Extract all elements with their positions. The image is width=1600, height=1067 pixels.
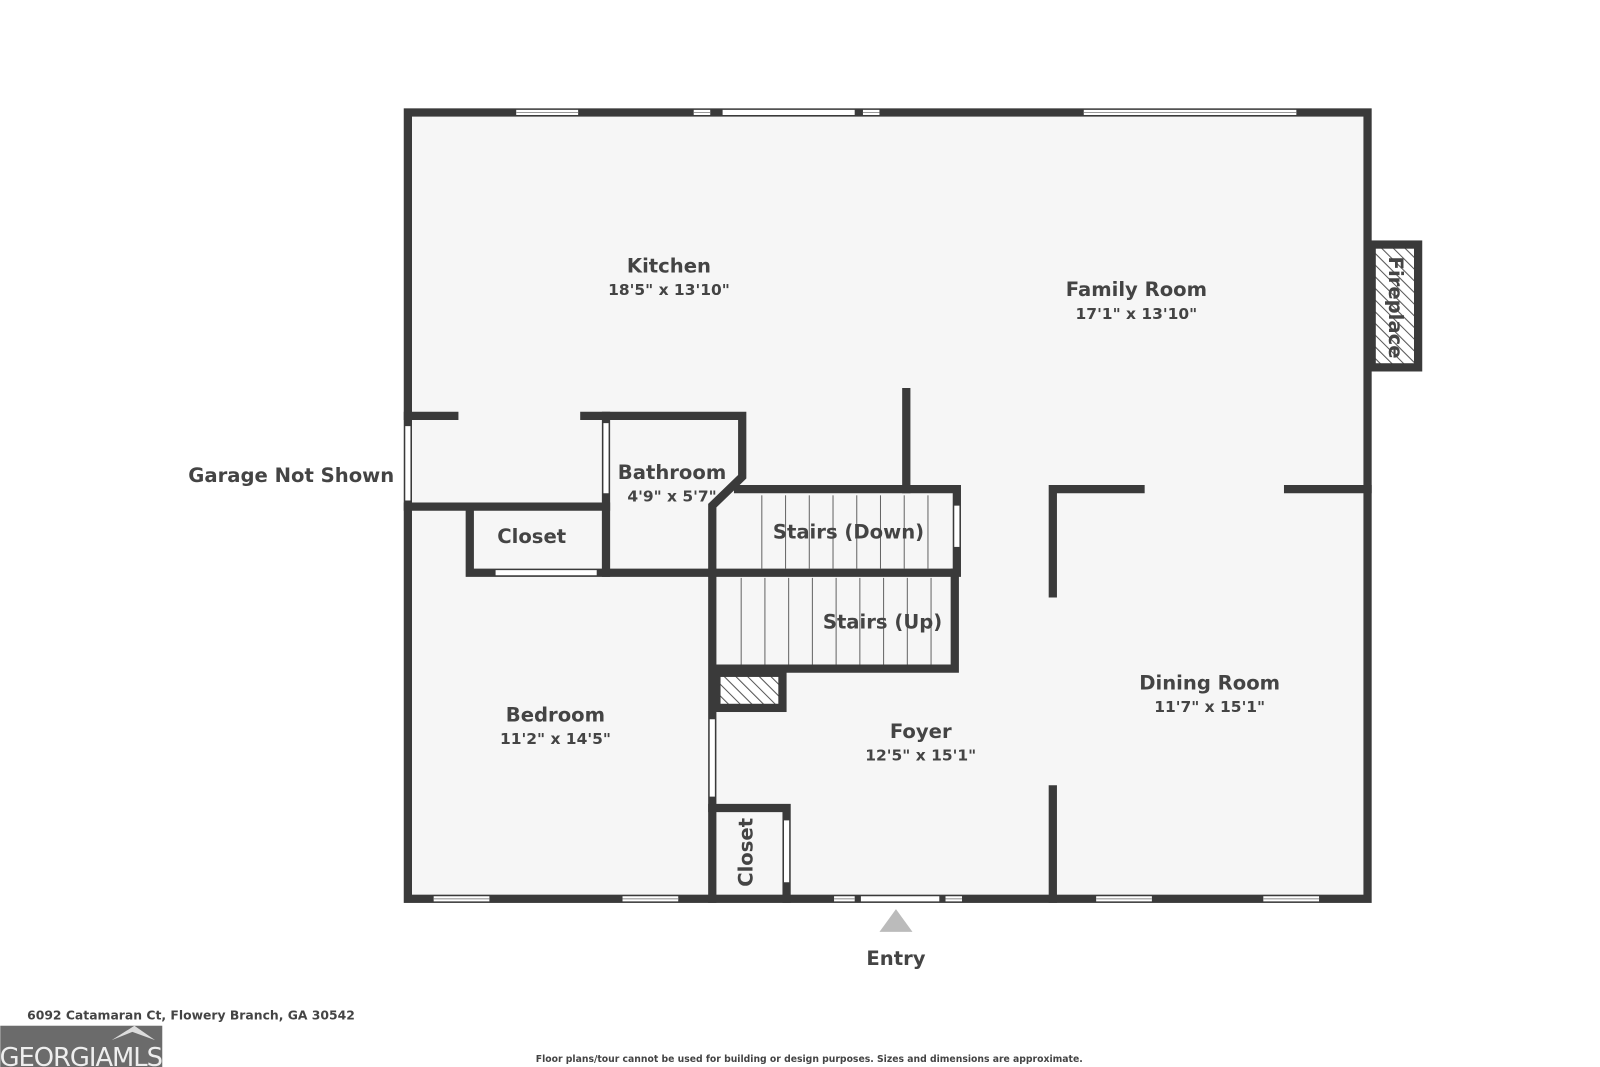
closet-label-2: Closet — [735, 818, 758, 887]
georgia-mls-logo: GEORGIAMLS REAL ESTATE SERVICES — [0, 1025, 163, 1067]
entry-arrow-icon — [879, 909, 913, 932]
stairs-down-label: Stairs (Down) — [773, 521, 924, 544]
fireplace-label: Fireplace — [1384, 257, 1407, 359]
garage-note: Garage Not Shown — [188, 464, 394, 487]
kitchen-label: Kitchen — [627, 254, 711, 277]
entry-label: Entry — [866, 947, 925, 970]
dining-room-dims: 11'7" x 15'1" — [1154, 698, 1265, 716]
family-room-dims: 17'1" x 13'10" — [1076, 305, 1198, 323]
disclaimer: Floor plans/tour cannot be used for buil… — [536, 1054, 1083, 1065]
family-room-label: Family Room — [1066, 278, 1207, 301]
bedroom-dims: 11'2" x 14'5" — [500, 730, 611, 748]
interior-walls — [403, 388, 1372, 903]
svg-text:GEORGIAMLS: GEORGIAMLS — [0, 1043, 162, 1067]
stairs-up-label: Stairs (Up) — [823, 610, 942, 633]
dining-room-label: Dining Room — [1139, 671, 1280, 694]
foyer-dims: 12'5" x 15'1" — [865, 747, 976, 765]
address: 6092 Catamaran Ct, Flowery Branch, GA 30… — [27, 1009, 355, 1023]
stair-treads — [740, 495, 932, 665]
fireplace — [1367, 240, 1423, 372]
foyer-label: Foyer — [890, 720, 952, 743]
kitchen-dims: 18'5" x 13'10" — [608, 281, 730, 299]
bathroom-label: Bathroom — [618, 461, 726, 484]
windows — [405, 109, 1320, 902]
bathroom-dims: 4'9" x 5'7" — [627, 488, 716, 506]
bedroom-label: Bedroom — [506, 703, 605, 726]
closet-label: Closet — [497, 525, 566, 548]
